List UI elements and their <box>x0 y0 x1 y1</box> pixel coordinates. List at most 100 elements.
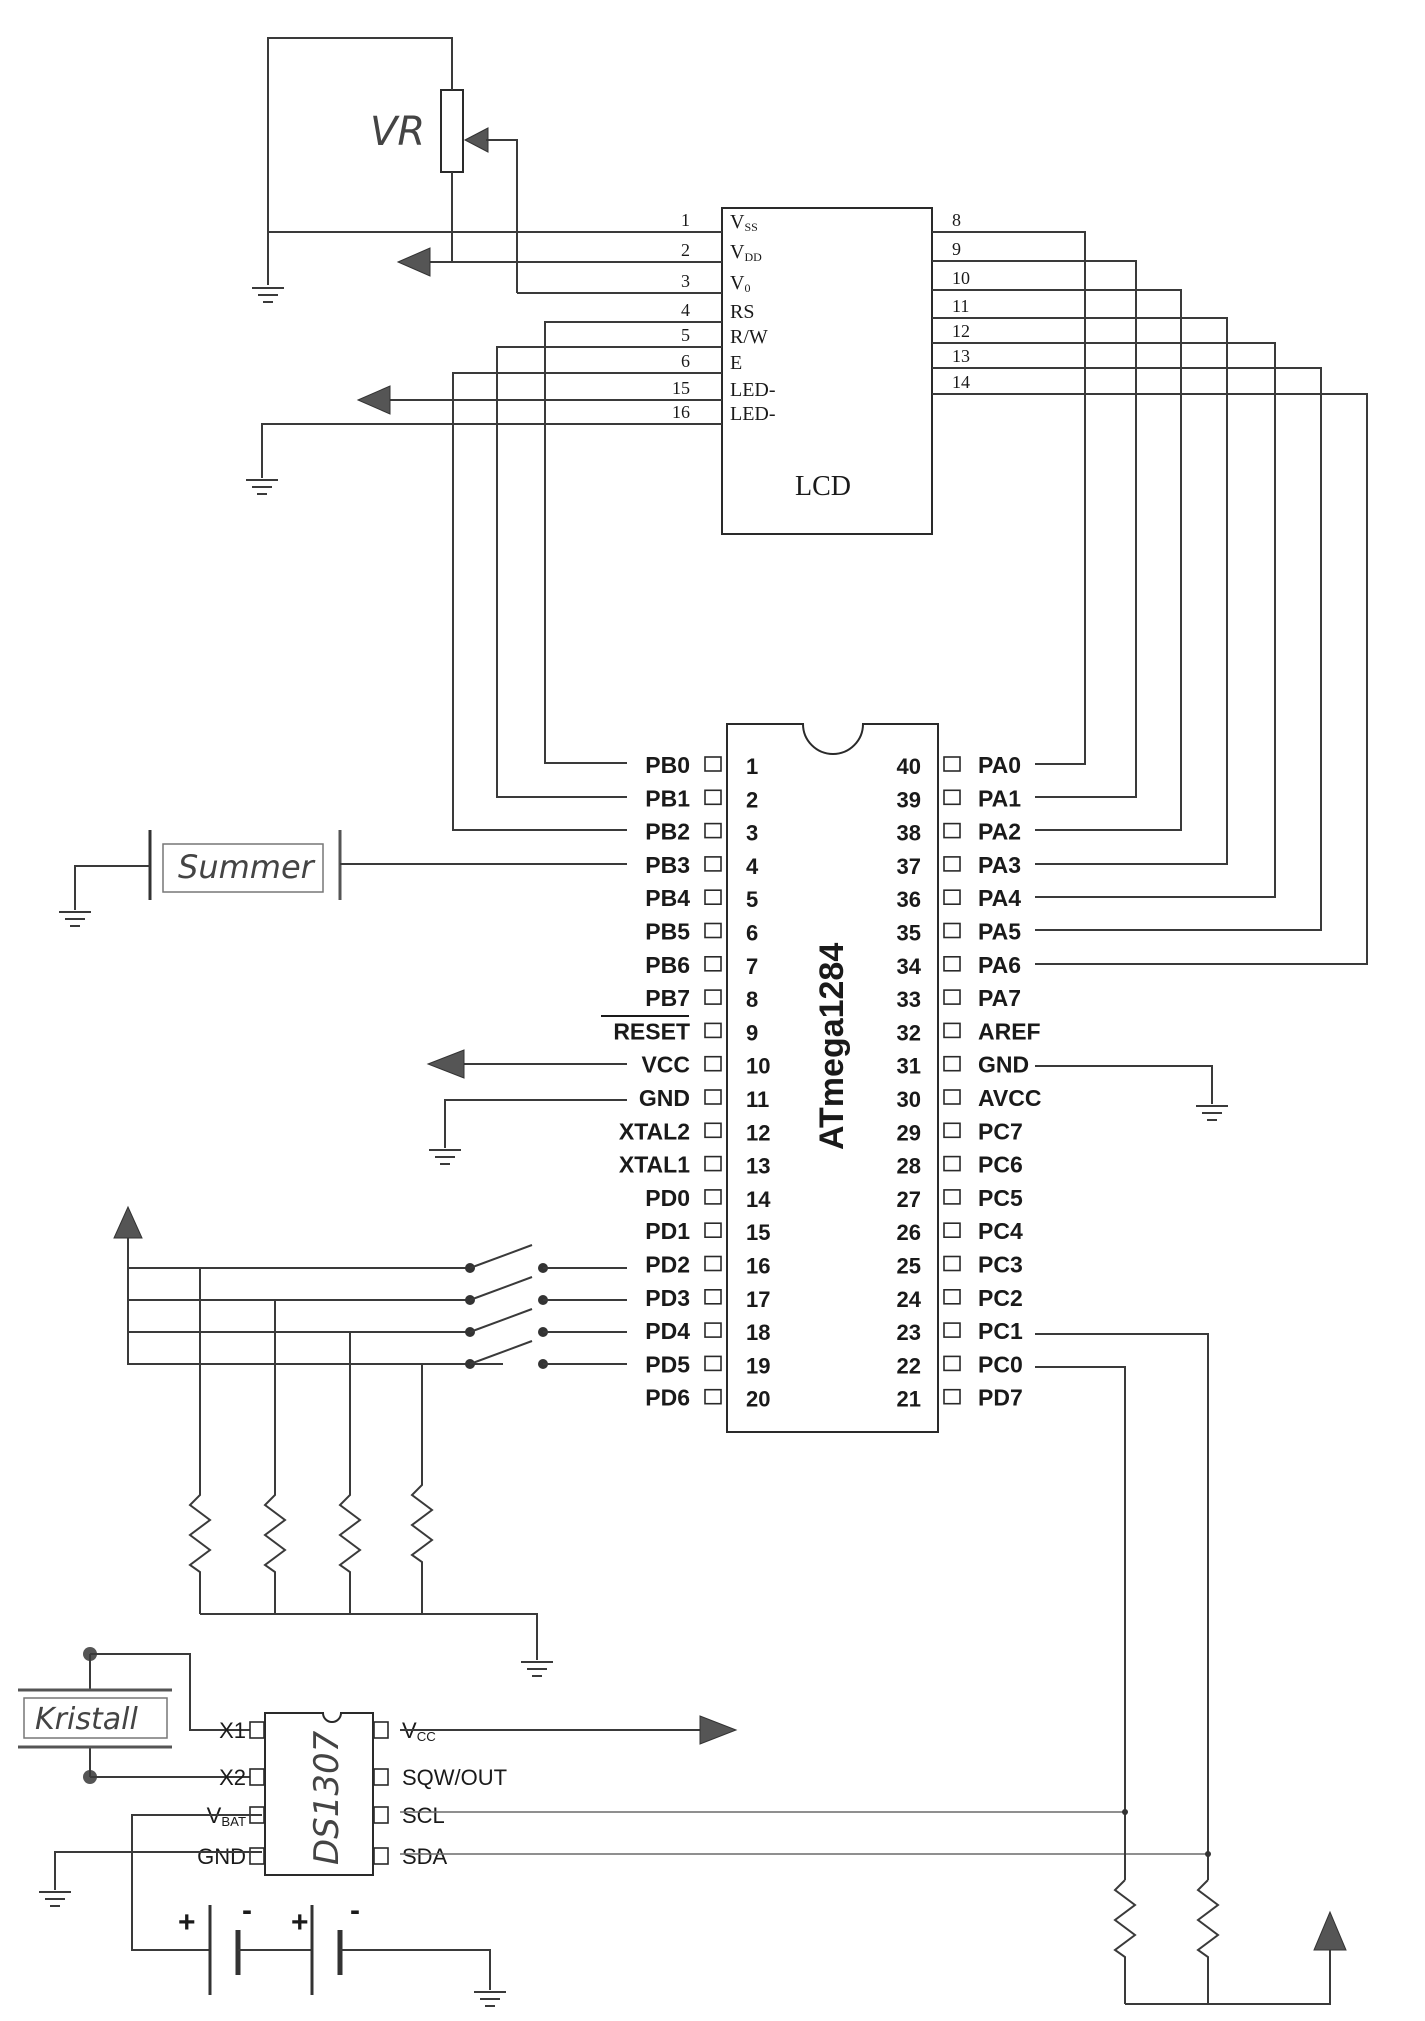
vcc-arrow-icon <box>426 1049 465 1079</box>
lcd-right-wiring <box>932 231 1368 965</box>
mcu-pin-number: 25 <box>897 1254 921 1279</box>
mcu-pin-pad <box>943 989 961 1005</box>
lcd-pin-number: 15 <box>672 378 690 398</box>
lcd-pin-number: 1 <box>681 210 690 230</box>
switch-array <box>113 1205 627 1677</box>
mcu-pin-number: 7 <box>746 954 758 979</box>
lcd-pin-number: 12 <box>952 321 970 341</box>
rtc-pin-pad <box>373 1806 389 1824</box>
mcu-pin-pad <box>704 1089 722 1105</box>
mcu-pin-pad <box>943 1355 961 1372</box>
switch-pd5[interactable] <box>465 1340 627 1369</box>
battery-minus-1: - <box>242 1894 252 1927</box>
mcu-pin-number: 24 <box>897 1287 922 1312</box>
mcu-pin-number: 3 <box>746 821 758 846</box>
mcu-pin-number: 22 <box>897 1353 921 1378</box>
mcu-pin-pad <box>943 822 961 839</box>
lcd-pin-name: E <box>730 352 742 374</box>
mcu-pin-number: 16 <box>746 1254 770 1279</box>
vcc-arrow-icon <box>113 1205 143 1239</box>
lcd-pin-name: RS <box>730 301 754 323</box>
switch-pd4[interactable] <box>465 1308 627 1337</box>
pulldown-resistors <box>188 1268 554 1677</box>
lcd-pin-number: 8 <box>952 210 961 230</box>
mcu-pin-pad <box>943 1155 961 1172</box>
mcu-pin-pad <box>943 922 961 939</box>
mcu-pin-number: 34 <box>897 954 922 979</box>
mcu-pin-number: 32 <box>897 1020 921 1045</box>
mcu-pin-pad <box>943 1322 961 1338</box>
mcu-power-wiring <box>426 1049 1229 1165</box>
rtc-pin-pad <box>249 1847 265 1865</box>
mcu-pin-pad <box>943 756 961 772</box>
vcc-arrow-icon <box>396 247 431 277</box>
rtc-pin-name: SQW/OUT <box>402 1765 507 1790</box>
mcu-pin-name: PC1 <box>978 1318 1023 1344</box>
mcu-pin-number: 39 <box>897 787 921 812</box>
mcu-pin-pad <box>704 889 722 906</box>
mcu-pin-name: GND <box>639 1085 690 1111</box>
mcu-pin-number: 5 <box>746 887 758 912</box>
crystal-kristall: Kristall <box>18 1647 262 1784</box>
buzzer-summer: Summer <box>58 830 627 927</box>
rtc-pin-pad <box>373 1721 389 1739</box>
mcu-pin-name: PA6 <box>978 952 1021 978</box>
mcu-pin-name: PD2 <box>645 1252 690 1278</box>
mcu-pin-name: PC0 <box>978 1351 1023 1377</box>
mcu-pin-pad <box>704 1255 722 1272</box>
kristall-label: Kristall <box>35 1702 138 1737</box>
rtc-label: DS1307 <box>307 1730 347 1865</box>
mcu-pin-number: 21 <box>897 1387 921 1412</box>
mcu-pin-name: AVCC <box>978 1085 1041 1111</box>
mcu-pin-pad <box>704 1122 722 1139</box>
mcu-pin-name: PD1 <box>645 1218 690 1244</box>
mcu-pin-number: 36 <box>897 887 921 912</box>
mcu-pin-pad <box>704 955 722 972</box>
rtc-pin-pad <box>249 1721 265 1739</box>
mcu-pin-name: PA2 <box>978 819 1021 845</box>
rtc-pin-name: SCL <box>402 1803 445 1828</box>
battery-plus-1: + <box>178 1906 196 1939</box>
lcd-pin-name: R/W <box>730 326 768 348</box>
lcd-pin-number: 6 <box>681 351 690 371</box>
mcu-pin-pad <box>943 789 961 806</box>
lcd-pin-number: 9 <box>952 239 961 259</box>
mcu-pin-name: PA0 <box>978 752 1021 778</box>
mcu-pin-number: 9 <box>746 1020 758 1045</box>
mcu-pin-pad <box>704 1022 722 1039</box>
vcc-arrow-icon <box>699 1715 738 1745</box>
mcu-pin-name: PB0 <box>645 752 690 778</box>
rtc-pin-name: X1 <box>219 1718 246 1743</box>
mcu-pin-pad <box>943 1122 961 1139</box>
lcd-pin-name: VDD <box>730 241 762 264</box>
mcu-pin-name: PB1 <box>645 785 690 811</box>
mcu-pin-number: 35 <box>897 921 921 946</box>
mcu-pin-pad <box>704 922 722 939</box>
switch-pd2[interactable] <box>465 1244 627 1273</box>
battery: + - + - <box>178 1894 507 2007</box>
mcu-pin-name: AREF <box>978 1018 1041 1044</box>
mcu-pin-number: 4 <box>746 854 759 879</box>
vr-label: VR <box>370 109 425 155</box>
mcu-pin-pad <box>704 822 722 839</box>
mcu-pin-number: 8 <box>746 987 758 1012</box>
mcu-pin-number: 1 <box>746 754 758 779</box>
mcu-pin-name: PA7 <box>978 985 1021 1011</box>
lcd-label: LCD <box>795 471 851 502</box>
mcu-pin-pad <box>704 1055 722 1072</box>
lcd-pin-number: 10 <box>952 268 970 288</box>
lcd-pin-number: 3 <box>681 271 690 291</box>
mcu-pin-name: XTAL2 <box>619 1118 690 1144</box>
battery-minus-2: - <box>350 1894 360 1927</box>
mcu-pin-pad <box>704 989 722 1005</box>
mcu-pin-name: PC2 <box>978 1285 1023 1311</box>
rtc-pin-pad <box>373 1768 389 1786</box>
mcu-pin-pad <box>943 1055 961 1072</box>
switch-pd3[interactable] <box>465 1276 627 1305</box>
